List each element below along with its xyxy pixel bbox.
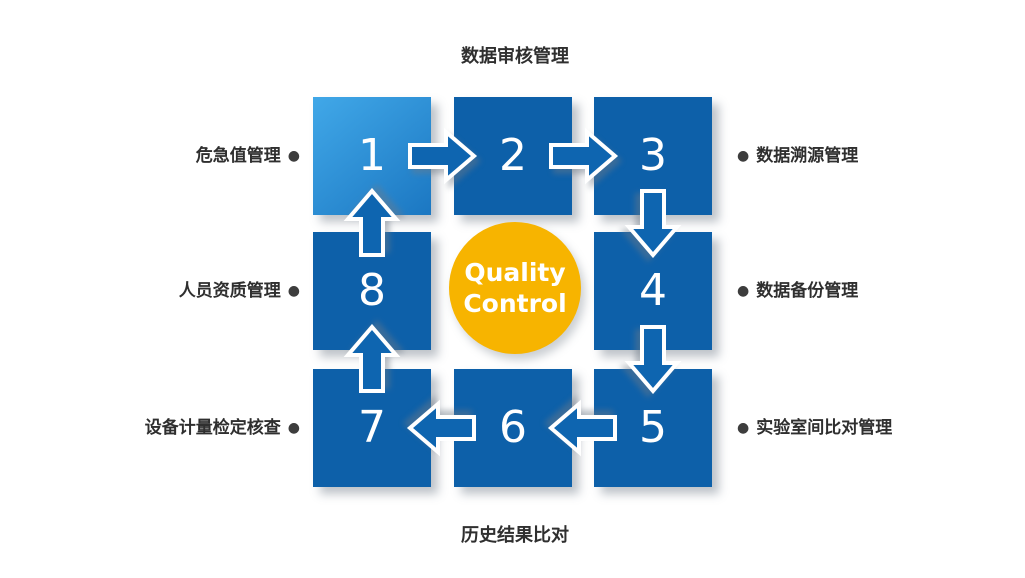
step-number-8: 8 [358,265,386,316]
label-data-traceability-management: ● 数据溯源管理 [737,145,858,167]
label-text: 危急值管理 [195,146,281,166]
flow-arrow-3-4 [617,187,689,259]
arrow-up-icon [343,323,401,393]
step-number-7: 7 [358,402,386,453]
label-text: 人员资质管理 [178,281,281,301]
label-text: 数据溯源管理 [756,146,859,166]
flow-arrow-4-5 [617,323,689,395]
step-number-3: 3 [639,130,667,181]
step-number-5: 5 [639,402,667,453]
label-interlab-comparison-management: ● 实验室间比对管理 [737,417,892,439]
label-personnel-qualification-management: 人员资质管理 ● [179,280,300,302]
flow-arrow-7-8 [336,323,408,395]
badge-line-1: Quality [464,257,566,287]
badge-line-2: Control [463,289,567,318]
arrow-down-icon [624,189,682,259]
arrow-up-icon [343,187,401,257]
step-number-1: 1 [358,130,386,181]
label-text: 数据备份管理 [756,281,859,301]
step-number-2: 2 [499,130,527,181]
bullet-icon: ● [287,148,300,164]
bottom-label: 历史结果比对 [461,525,569,546]
top-label: 数据审核管理 [461,46,569,67]
label-data-backup-management: ● 数据备份管理 [737,280,858,302]
flow-arrow-1-2 [406,120,478,192]
arrow-right-icon [408,127,478,185]
flow-arrow-8-1 [336,187,408,259]
bullet-icon: ● [287,283,300,299]
flow-arrow-2-3 [547,120,619,192]
label-text: 设备计量检定核查 [144,418,281,438]
bullet-icon: ● [737,148,750,164]
arrow-down-icon [624,325,682,395]
step-number-4: 4 [639,265,667,316]
flow-arrow-5-6 [547,392,619,464]
label-text: 实验室间比对管理 [756,418,893,438]
flow-arrow-6-7 [406,392,478,464]
bullet-icon: ● [737,420,750,436]
arrow-left-icon [547,399,617,457]
bullet-icon: ● [737,283,750,299]
arrow-left-icon [406,399,476,457]
bullet-icon: ● [287,420,300,436]
quality-control-badge: Quality Control [449,222,581,354]
step-number-6: 6 [499,402,527,453]
label-critical-value-management: 危急值管理 ● [196,145,300,167]
label-equipment-calibration-verification: 设备计量检定核查 ● [145,417,300,439]
arrow-right-icon [549,127,619,185]
